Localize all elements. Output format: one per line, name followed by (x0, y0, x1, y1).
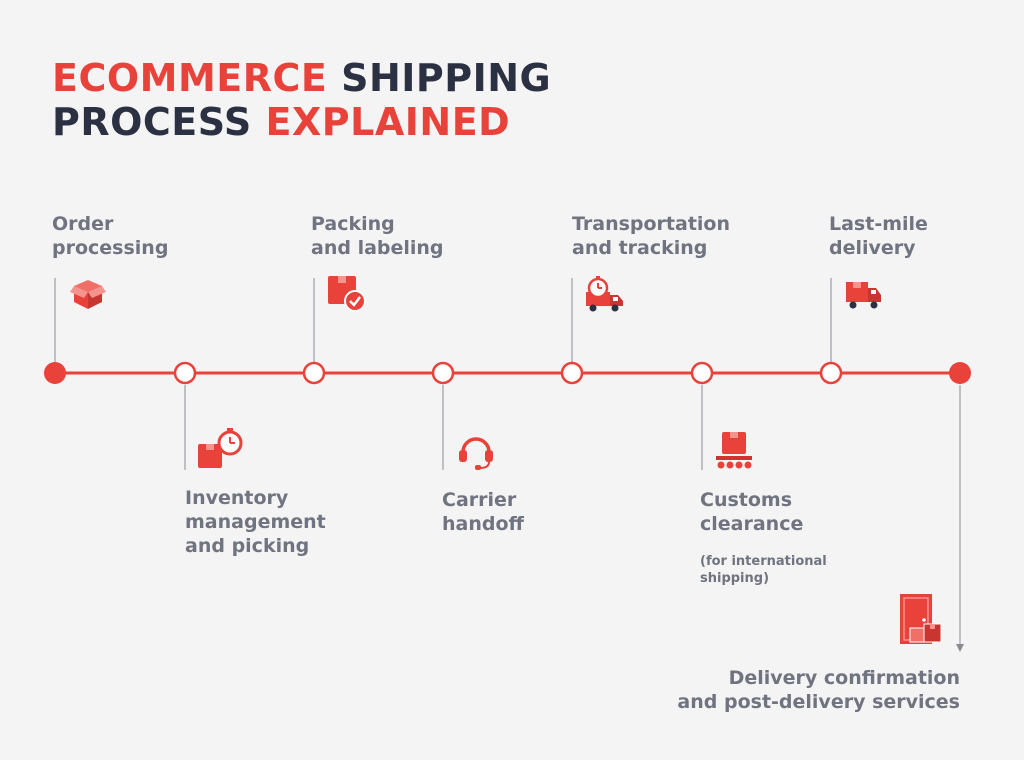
step-6-label-line1: Customs (700, 489, 793, 511)
title-word-process: PROCESS (52, 100, 252, 144)
timeline-node-2 (173, 361, 197, 385)
box-check-icon (328, 274, 368, 314)
timeline-node-8 (949, 362, 971, 384)
step-2-label-line1: Inventory (185, 487, 289, 509)
step-1-label-line2: processing (52, 237, 169, 259)
step-4-label: Carrier handoff (442, 488, 524, 536)
step-3-label: Packing and labeling (311, 212, 444, 260)
door-boxes-icon (898, 594, 942, 644)
step-4-label-line1: Carrier (442, 489, 517, 511)
step-2-label-line2: management (185, 511, 326, 533)
step-7-label-line1: Last-mile (829, 213, 928, 235)
delivery-truck-icon (846, 280, 882, 312)
step-6-label-line2: clearance (700, 513, 804, 535)
timeline-node-4 (431, 361, 455, 385)
step-5-label-line2: and tracking (572, 237, 708, 259)
step-1-label: Order processing (52, 212, 168, 260)
timeline-node-7 (819, 361, 843, 385)
step-6-note-line2: shipping) (700, 571, 770, 586)
title-word-explained: EXPLAINED (265, 100, 511, 144)
timeline-node-1 (44, 362, 66, 384)
step-1-label-line1: Order (52, 213, 114, 235)
step-7-label: Last-mile delivery (829, 212, 928, 260)
step-5-label: Transportation and tracking (572, 212, 730, 260)
timeline-node-5 (560, 361, 584, 385)
step-8-label: Delivery confirmation and post-delivery … (677, 666, 960, 714)
timeline-node-3 (302, 361, 326, 385)
step-2-label: Inventory management and picking (185, 486, 326, 558)
step-6-note: (for international shipping) (700, 553, 827, 587)
step-4-label-line2: handoff (442, 513, 524, 535)
box-stopwatch-icon (198, 428, 244, 470)
title-word-shipping: SHIPPING (341, 56, 552, 100)
box-icon (70, 276, 106, 312)
step-3-label-line1: Packing (311, 213, 395, 235)
step-5-label-line1: Transportation (572, 213, 731, 235)
step-7-label-line2: delivery (829, 237, 916, 259)
title-word-ecommerce: ECOMMERCE (52, 56, 328, 100)
step-6-label: Customs clearance (700, 488, 803, 536)
page-title: ECOMMERCE SHIPPING PROCESS EXPLAINED (52, 56, 551, 144)
step-6-note-line1: (for international (700, 554, 827, 569)
box-conveyor-icon (716, 432, 752, 470)
truck-clock-icon (586, 276, 624, 314)
step-8-label-line2: and post-delivery services (677, 691, 960, 713)
step-3-label-line2: and labeling (311, 237, 444, 259)
step-8-label-line1: Delivery confirmation (728, 667, 960, 689)
timeline-node-6 (690, 361, 714, 385)
leader-arrowhead (956, 644, 964, 652)
step-2-label-line3: and picking (185, 535, 310, 557)
headset-icon (458, 432, 494, 470)
